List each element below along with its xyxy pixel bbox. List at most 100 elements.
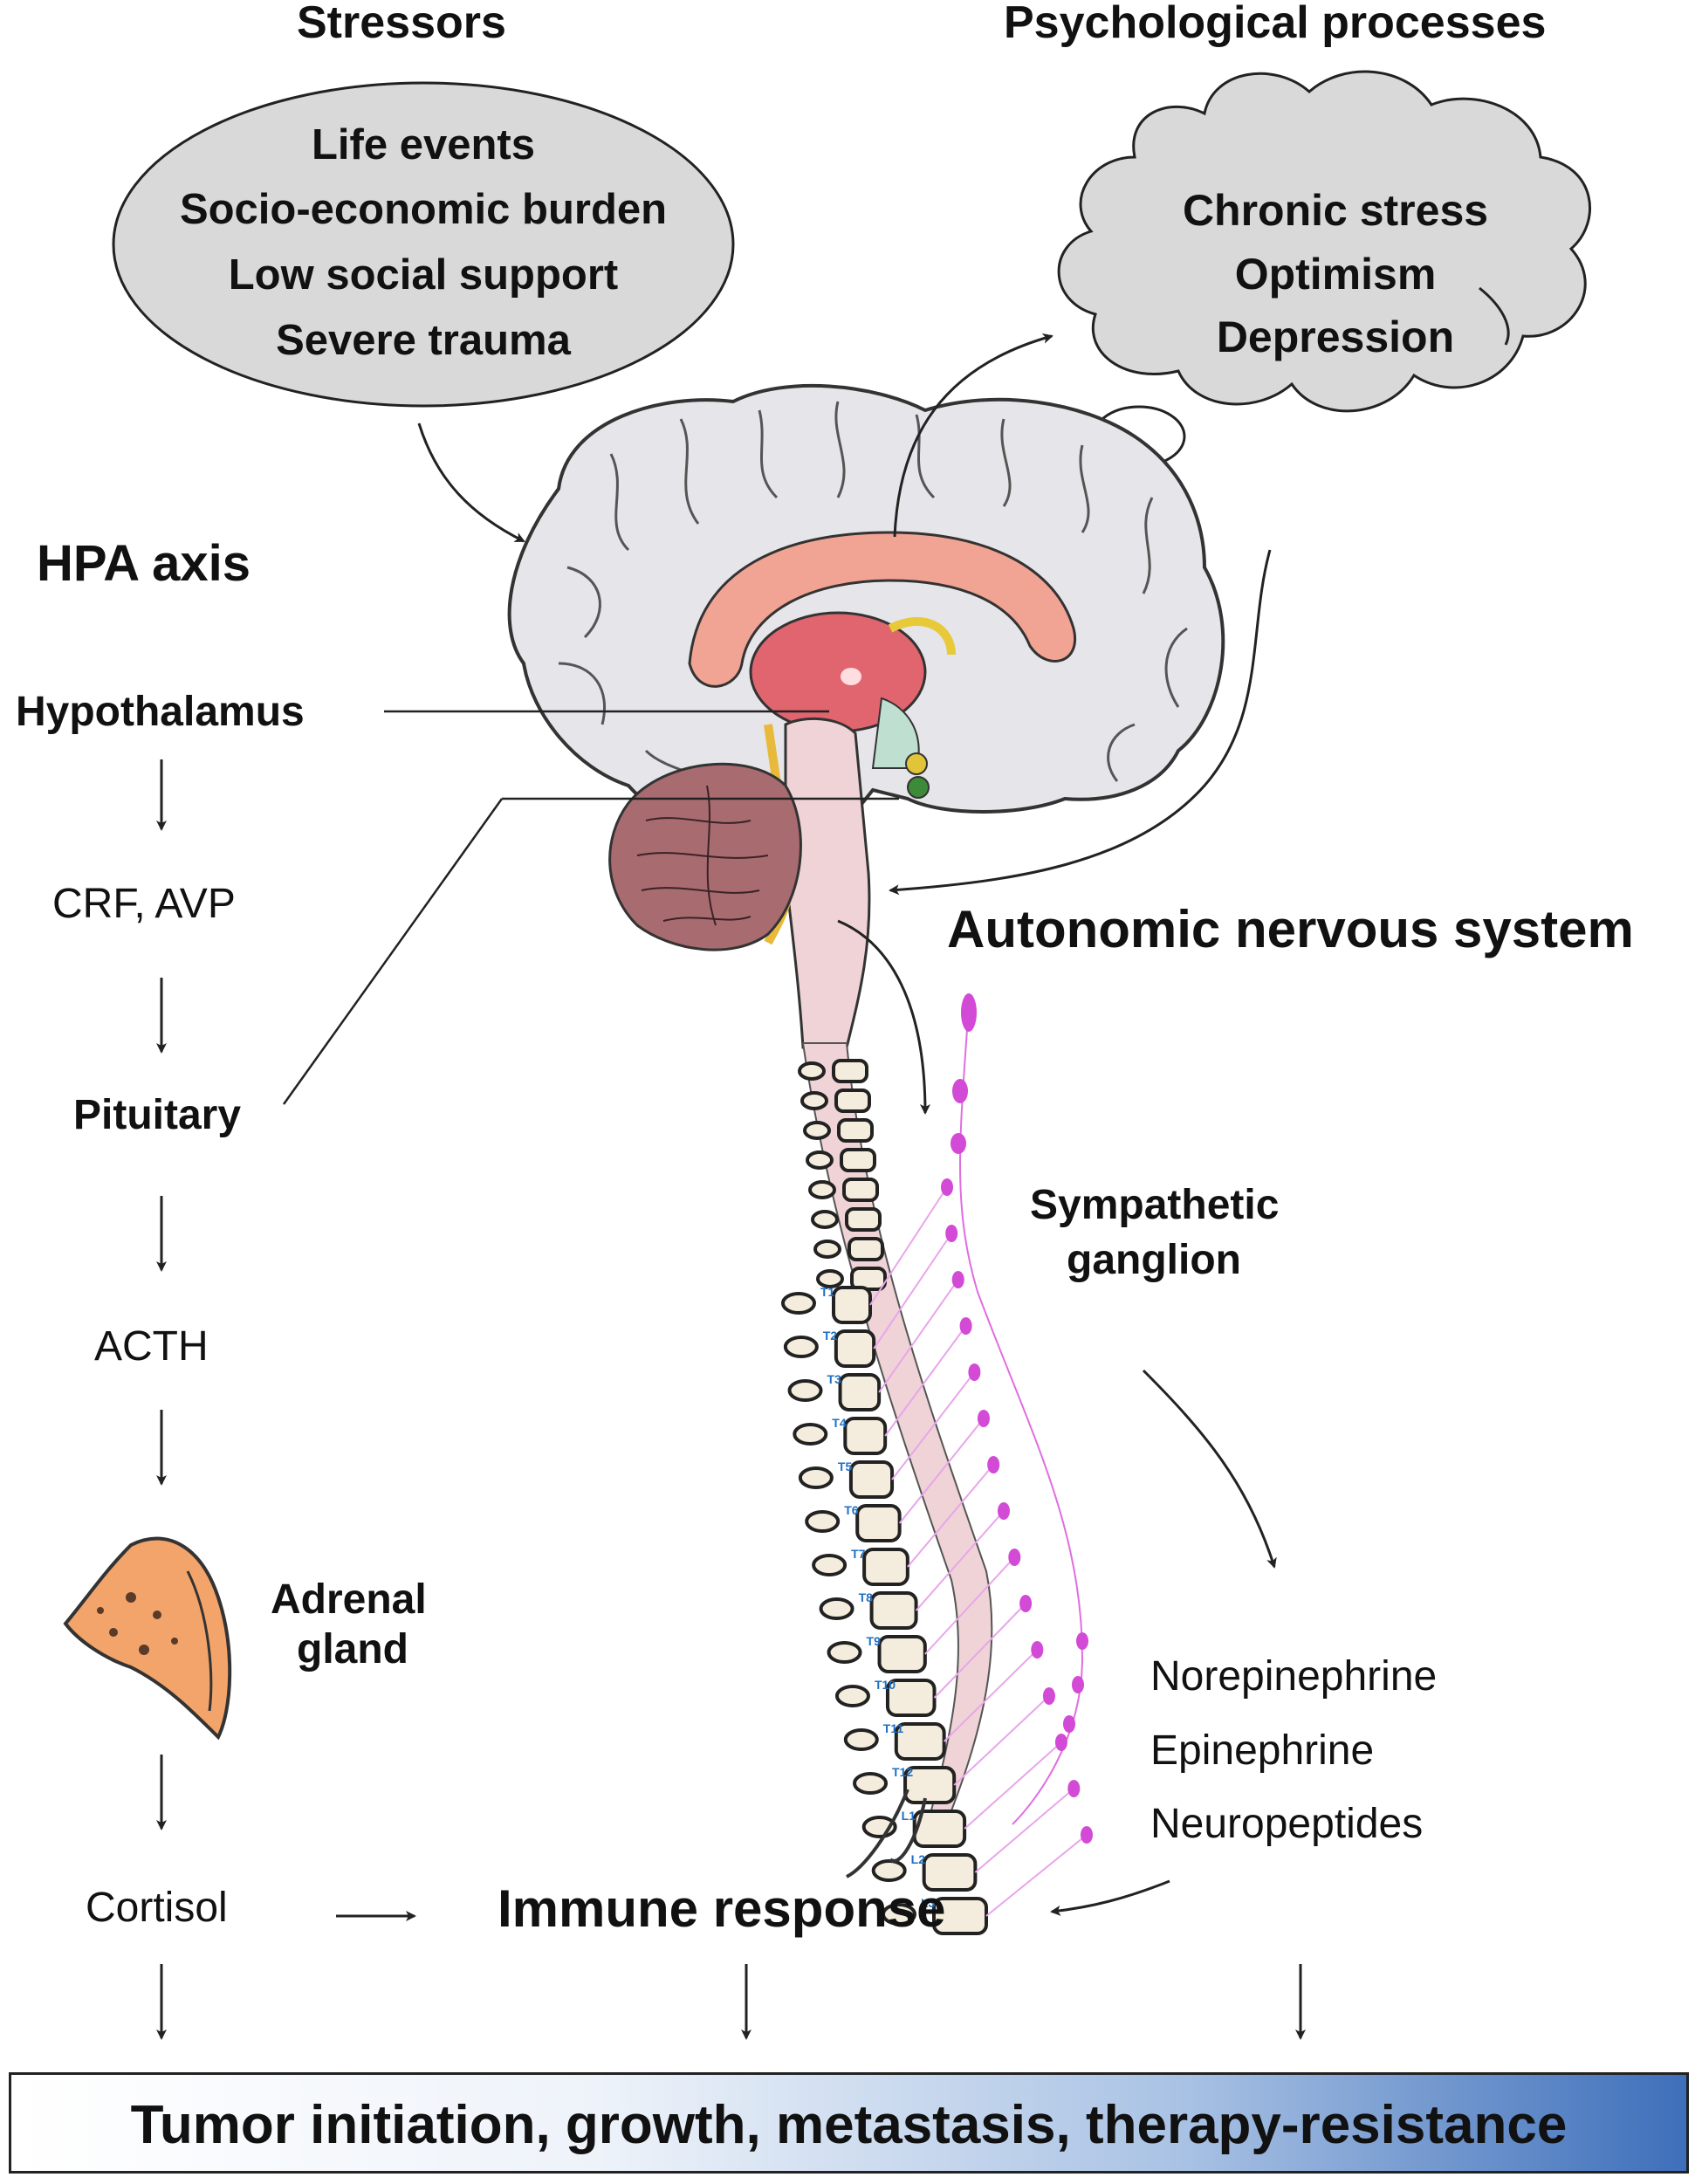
spinal-nerve xyxy=(974,1788,1074,1873)
spinal-nerve xyxy=(964,1741,1062,1830)
vertebra-level-label: L3 xyxy=(921,1896,936,1910)
vertebra-level-label: T6 xyxy=(844,1503,859,1517)
vertebra xyxy=(834,1329,876,1368)
sympathetic-ganglion xyxy=(1081,1826,1093,1844)
spinal-nerve xyxy=(924,1556,1016,1655)
sympathetic-ganglion xyxy=(951,1133,966,1154)
adrenal-gland-label-line2: gland xyxy=(297,1626,408,1672)
ans-title: Autonomic nervous system xyxy=(947,900,1634,958)
vertebra xyxy=(848,1460,895,1499)
brain-illustration xyxy=(507,383,1225,1049)
vertebra-process xyxy=(843,1728,879,1751)
sympathetic-ganglion-label-line1: Sympathetic xyxy=(1030,1182,1280,1228)
sympathetic-chain xyxy=(869,993,1093,1917)
spinal-nerve xyxy=(933,1603,1026,1699)
vertebra xyxy=(838,1373,882,1411)
vertebra-process xyxy=(805,1510,841,1533)
spinal-nerve xyxy=(953,1695,1050,1786)
vertebra-process xyxy=(793,1423,828,1446)
vertebra-level-label: L2 xyxy=(911,1852,926,1866)
spinal-nerve xyxy=(898,1418,985,1524)
vertebra-process xyxy=(798,1466,834,1489)
vertebra-process xyxy=(816,1269,844,1288)
acth-label: ACTH xyxy=(94,1323,209,1370)
sympathetic-ganglion xyxy=(1063,1715,1075,1733)
cervical-vertebra xyxy=(842,1178,879,1202)
cervical-vertebra xyxy=(832,1059,868,1083)
psychological-item: Chronic stress xyxy=(1182,186,1489,235)
immune-response-label: Immune response xyxy=(498,1879,946,1938)
vertebra-process xyxy=(787,1379,823,1402)
sympathetic-ganglion xyxy=(1054,1734,1067,1751)
sympathetic-ganglion xyxy=(961,993,977,1032)
adrenal-gland-label-line1: Adrenal xyxy=(271,1576,427,1623)
vertebra-process xyxy=(803,1121,831,1140)
stressor-item: Severe trauma xyxy=(276,317,571,364)
vertebra-level-label: T1 xyxy=(820,1285,835,1299)
vertebra xyxy=(862,1548,909,1586)
psychological-processes-header: Psychological processes xyxy=(1004,0,1547,48)
vertebra-level-label: T8 xyxy=(859,1590,874,1604)
stressor-item: Life events xyxy=(312,121,535,168)
sympathetic-ganglion xyxy=(977,1410,990,1427)
cervical-vertebra xyxy=(840,1148,876,1172)
vertebra xyxy=(869,1591,918,1630)
mediator-item: Epinephrine xyxy=(1150,1727,1375,1774)
stressors-ellipse xyxy=(112,81,735,408)
cervical-vertebra xyxy=(834,1089,871,1113)
spinal-nerve xyxy=(985,1834,1088,1917)
sympathetic-ganglion xyxy=(941,1178,953,1196)
vertebra-process xyxy=(808,1180,836,1199)
vertebra-level-label: T10 xyxy=(875,1678,896,1692)
mediator-item: Neuropeptides xyxy=(1150,1801,1424,1847)
spinal-nerve xyxy=(878,1279,959,1393)
crf-avp-label: CRF, AVP xyxy=(52,881,236,927)
spinal-nerve xyxy=(891,1371,976,1480)
vertebra-level-label: T5 xyxy=(838,1459,853,1473)
vertebra-level-label: T12 xyxy=(892,1765,913,1779)
vertebra-process xyxy=(882,1903,916,1926)
sympathetic-ganglion xyxy=(1019,1595,1033,1612)
vertebra-process xyxy=(871,1859,907,1882)
sympathetic-ganglion xyxy=(1067,1780,1081,1797)
vertebra-process xyxy=(811,1210,839,1229)
spinal-nerve xyxy=(943,1649,1039,1742)
sympathetic-ganglion xyxy=(1031,1641,1044,1659)
sympathetic-ganglion xyxy=(968,1363,981,1381)
psychological-item: Depression xyxy=(1216,312,1455,361)
vertebra-process xyxy=(834,1685,870,1707)
vertebra xyxy=(877,1635,927,1673)
cortisol-label: Cortisol xyxy=(86,1885,228,1931)
vertebra-level-label: T11 xyxy=(883,1721,904,1735)
vertebra-process xyxy=(806,1150,834,1170)
sympathetic-ganglion xyxy=(951,1271,964,1288)
vertebra-level-label: T2 xyxy=(823,1329,838,1343)
vertebra xyxy=(843,1417,888,1455)
sympathetic-ganglion xyxy=(945,1225,958,1242)
vertebra-level-label: T7 xyxy=(851,1547,866,1561)
sympathetic-ganglion xyxy=(1042,1687,1055,1705)
vertebra xyxy=(832,1286,872,1324)
sympathetic-ganglion xyxy=(997,1502,1010,1520)
hpa-axis-title: HPA axis xyxy=(37,535,250,592)
spinal-nerve xyxy=(869,1186,948,1306)
vertebra-level-label: T9 xyxy=(867,1634,882,1648)
outcome-text: Tumor initiation, growth, metastasis, th… xyxy=(130,2095,1568,2155)
vertebra-process xyxy=(781,1292,816,1315)
vertebra-level-label: T4 xyxy=(832,1416,847,1430)
hypothalamus-label: Hypothalamus xyxy=(16,689,305,735)
vertebra-process xyxy=(827,1641,862,1664)
vertebra-process xyxy=(813,1240,841,1259)
psychological-item: Optimism xyxy=(1234,250,1437,299)
cervical-vertebra xyxy=(848,1237,884,1261)
stressors-header: Stressors xyxy=(297,0,506,48)
vertebra-level-label: T3 xyxy=(827,1372,842,1386)
sympathetic-ganglion xyxy=(987,1456,1000,1473)
sympathetic-ganglion xyxy=(1072,1676,1084,1693)
stressor-item: Low social support xyxy=(228,251,619,299)
spinal-nerve xyxy=(884,1325,967,1437)
cervical-vertebra xyxy=(845,1207,882,1232)
